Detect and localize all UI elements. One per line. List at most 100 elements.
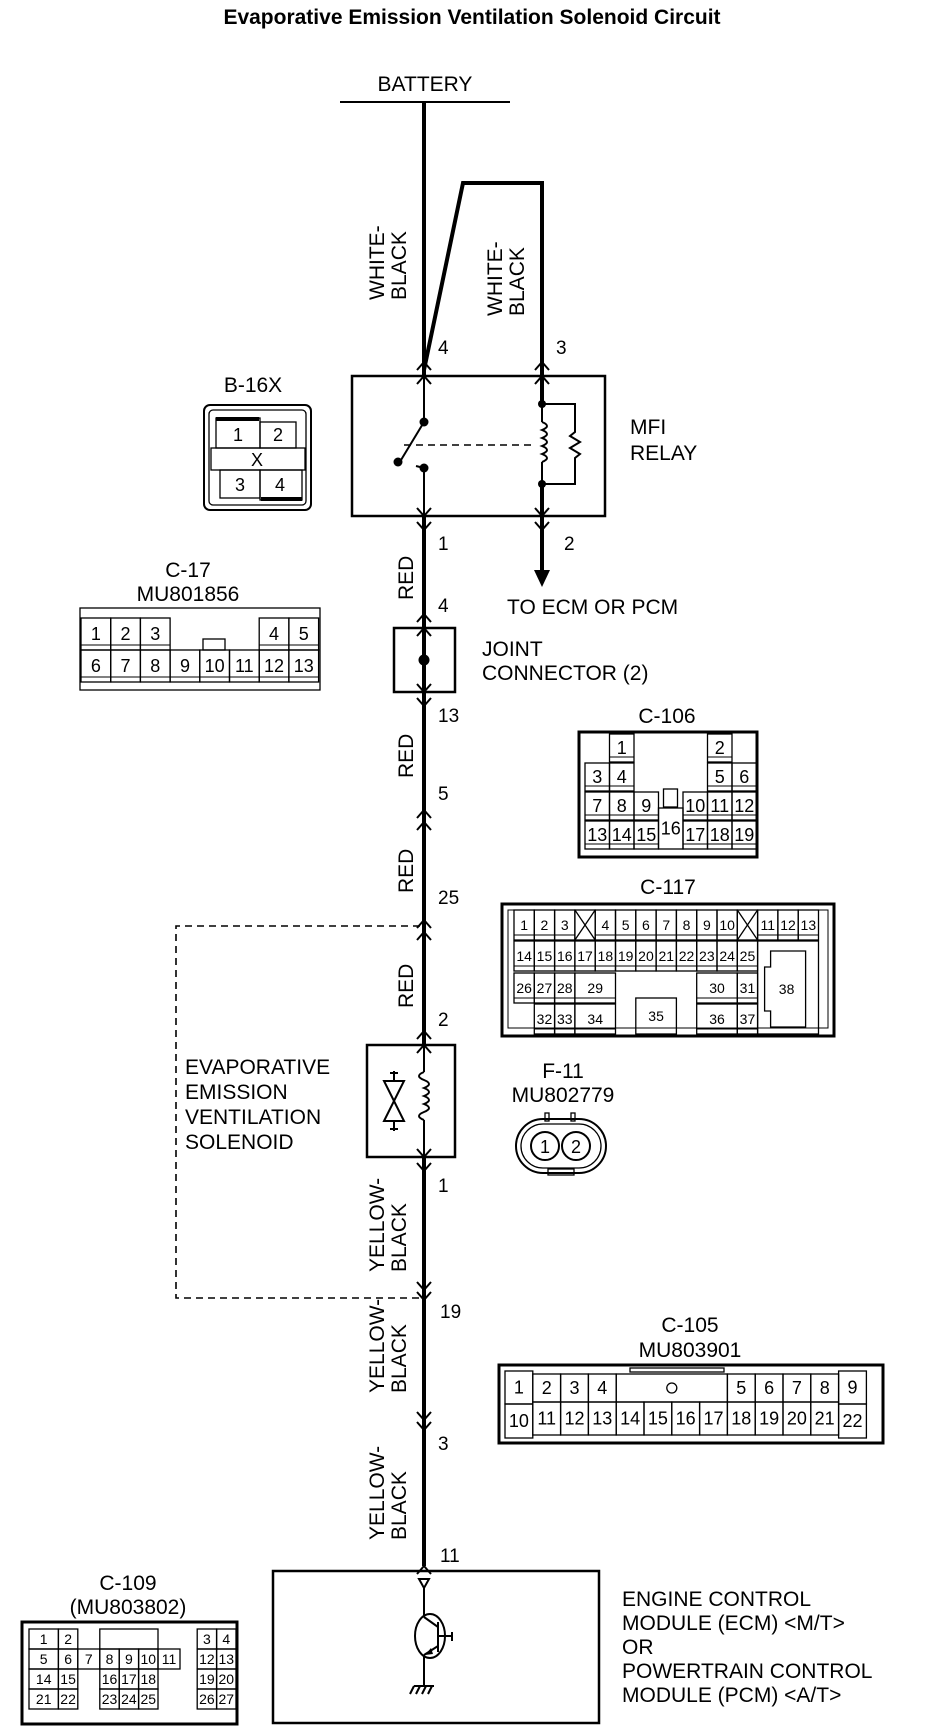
ecm-label-line3: OR — [622, 1636, 654, 1659]
pin-label: 16 — [676, 1409, 696, 1429]
pin-label: 1 — [540, 1137, 550, 1157]
pin-label: 11 — [760, 917, 775, 933]
pin-cell — [574, 1003, 617, 1035]
pin-label: 21 — [815, 1409, 835, 1429]
solenoid-coil-icon — [418, 1071, 430, 1121]
pin-label: 25 — [141, 1691, 157, 1707]
pin-label: 11 — [235, 656, 254, 676]
connector-b16x: B-16X 1 2 X 3 4 — [203, 374, 312, 511]
pin-cell — [561, 1131, 591, 1161]
pin-cell — [837, 1403, 868, 1439]
pin-label: 2 — [273, 425, 283, 445]
pin-label: 26 — [516, 980, 532, 996]
wire-battery-relay3 — [422, 181, 544, 376]
relay-coil-icon — [539, 421, 548, 463]
ecm-label-line1: ENGINE CONTROL — [622, 1588, 811, 1611]
pin-label: 4 — [269, 624, 279, 644]
pin-label: 5 — [622, 917, 630, 933]
battery-label: BATTERY — [378, 73, 473, 96]
connector-outline — [500, 902, 836, 1038]
pin-label: 2 — [541, 917, 549, 933]
relay-pivot — [393, 457, 403, 467]
pin-label: 19 — [734, 825, 754, 845]
arrow-down-icon — [534, 570, 550, 587]
connector-c17-name: C-17 — [165, 559, 211, 582]
connector-outline-inner — [208, 409, 307, 506]
pin-label: 10 — [719, 917, 735, 933]
connector-c17-part: MU801856 — [137, 583, 240, 606]
pin-cell — [635, 997, 678, 1035]
pin-label: 21 — [36, 1691, 52, 1707]
ecm-box[interactable] — [271, 1569, 601, 1725]
pin-label: 1 — [520, 917, 528, 933]
pin-label: 27 — [219, 1691, 235, 1707]
wire-label-line1: YELLOW- — [366, 1446, 389, 1540]
ecm-label-line4: POWERTRAIN CONTROL — [622, 1660, 872, 1683]
pin-cell — [530, 1131, 560, 1161]
pin-label: 23 — [699, 948, 715, 964]
connector-key — [570, 1112, 576, 1122]
pin-cell — [633, 791, 660, 821]
pin-c105-3: 3 — [438, 1434, 449, 1455]
wire-label-line2: BLACK — [388, 231, 411, 300]
pin-label: 12 — [564, 1409, 584, 1429]
pin-label: 22 — [679, 948, 695, 964]
connector-outline — [515, 1118, 607, 1174]
pin-label: 2 — [715, 738, 725, 758]
blocked-cell-x — [736, 909, 759, 941]
connector-c106-name: C-106 — [638, 705, 695, 728]
wire-label-red: RED — [395, 734, 418, 778]
connector-latch — [202, 638, 226, 651]
pin-cell-38-frame — [756, 940, 820, 1035]
pin-label: 2 — [64, 1631, 72, 1647]
connector-c109-name: C-109 — [99, 1572, 156, 1595]
pin-label: 7 — [121, 656, 131, 676]
connector-outline — [497, 1363, 885, 1445]
connector-c109-part: (MU803802) — [70, 1596, 187, 1619]
mfi-relay-box[interactable] — [350, 374, 607, 518]
pin-label: 7 — [592, 796, 602, 816]
wire-label-white-black-2: WHITE- BLACK — [484, 241, 529, 316]
wire-label-line1: YELLOW- — [366, 1299, 389, 1393]
solenoid-box[interactable] — [365, 1043, 457, 1159]
diagram-title: Evaporative Emission Ventilation Solenoi… — [223, 6, 720, 29]
pin-relay-4: 4 — [438, 338, 449, 359]
pin-c106-5: 5 — [438, 784, 449, 805]
connector-chevron — [416, 930, 432, 941]
pin-label: 3 — [203, 1631, 211, 1647]
pin-label: 35 — [648, 1008, 664, 1024]
joint-label-line2: CONNECTOR (2) — [482, 662, 648, 685]
pin-label: 6 — [764, 1378, 774, 1398]
ecm-terminal-icon — [417, 1578, 431, 1591]
wire-label-red: RED — [395, 849, 418, 893]
pin-label: 17 — [703, 1409, 723, 1429]
pin-label: 18 — [710, 825, 730, 845]
transistor-emitter-arrow — [425, 1648, 433, 1655]
connector-chevron — [416, 1281, 432, 1292]
wire-label-yellow-black: YELLOW- BLACK — [366, 1446, 411, 1540]
pin-label: 10 — [509, 1411, 529, 1431]
pin-label: 4 — [275, 475, 285, 495]
pin-label: 8 — [617, 796, 627, 816]
pin-label: 14 — [620, 1409, 640, 1429]
relay-switch-arm — [400, 421, 425, 461]
connector-b16x-name: B-16X — [224, 374, 282, 397]
connector-f11: F-11 MU802779 1 2 — [512, 1060, 614, 1176]
pin-label: 13 — [592, 1409, 612, 1429]
connector-blank-block — [99, 1628, 159, 1650]
pin-label: 13 — [294, 656, 314, 676]
pin-label: 5 — [299, 624, 309, 644]
wire-label-line1: WHITE- — [366, 225, 389, 300]
pin-label: 16 — [557, 948, 573, 964]
pin-label: 14 — [36, 1671, 52, 1687]
pin-label: 4 — [597, 1378, 607, 1398]
pin-cell — [215, 1688, 237, 1710]
pin-label: 8 — [820, 1378, 830, 1398]
pin-label: 19 — [618, 948, 634, 964]
pin-cell — [608, 762, 635, 792]
pin-c117-19: 19 — [440, 1302, 461, 1323]
connector-chevron — [416, 360, 432, 371]
connector-outline — [79, 607, 321, 691]
